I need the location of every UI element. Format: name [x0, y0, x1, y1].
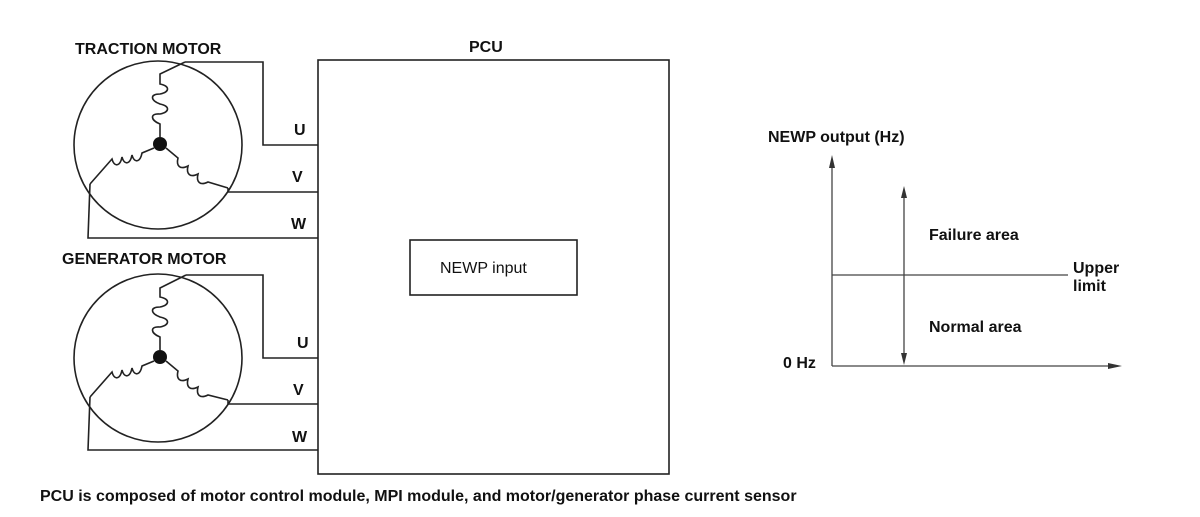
graph-x-arrowhead — [1108, 363, 1122, 369]
newp-input-box — [409, 239, 578, 296]
graph-upper-limit-label-1: Upper — [1073, 260, 1119, 277]
traction-phase-u: U — [294, 122, 306, 139]
graph-y-arrowhead — [829, 155, 835, 168]
caption: PCU is composed of motor control module,… — [40, 488, 797, 505]
generator-motor-circle — [73, 273, 243, 443]
pcu-box — [317, 59, 670, 475]
traction-wire-w — [87, 183, 318, 239]
traction-wire-u — [185, 61, 318, 146]
traction-motor: TRACTION MOTOR U V W — [73, 41, 318, 239]
traction-phase-w: W — [291, 216, 307, 233]
generator-motor-title: GENERATOR MOTOR — [62, 251, 227, 268]
generator-motor-star-point — [153, 350, 167, 364]
newp-graph: NEWP output (Hz) Failure area Normal are… — [768, 129, 1122, 372]
generator-wire-v — [227, 400, 318, 405]
traction-winding-right — [165, 147, 229, 189]
graph-upper-limit-label-2: limit — [1073, 278, 1107, 295]
traction-winding-left — [89, 147, 155, 185]
generator-phase-w: W — [292, 429, 308, 446]
graph-origin-label: 0 Hz — [783, 355, 816, 372]
traction-motor-title: TRACTION MOTOR — [75, 41, 222, 58]
newp-input-label: NEWP input — [440, 260, 527, 277]
generator-winding-left — [89, 360, 155, 398]
traction-motor-circle — [73, 60, 243, 230]
traction-winding-top — [151, 61, 186, 137]
pcu-title: PCU — [469, 39, 503, 56]
generator-motor: GENERATOR MOTOR U V W — [62, 251, 318, 451]
traction-motor-star-point — [153, 137, 167, 151]
pcu: PCU NEWP input — [317, 39, 670, 475]
generator-winding-top — [151, 274, 187, 350]
traction-phase-v: V — [292, 169, 303, 186]
generator-phase-u: U — [297, 335, 309, 352]
traction-wire-v — [227, 188, 318, 193]
generator-phase-v: V — [293, 382, 304, 399]
graph-y-label: NEWP output (Hz) — [768, 129, 905, 146]
generator-wire-u — [186, 274, 318, 359]
generator-winding-right — [165, 360, 229, 401]
graph-range-arrow-bottom — [901, 353, 907, 365]
graph-normal-area-label: Normal area — [929, 319, 1022, 336]
generator-wire-w — [87, 396, 318, 451]
graph-range-arrow-top — [901, 186, 907, 198]
graph-failure-area-label: Failure area — [929, 227, 1019, 244]
